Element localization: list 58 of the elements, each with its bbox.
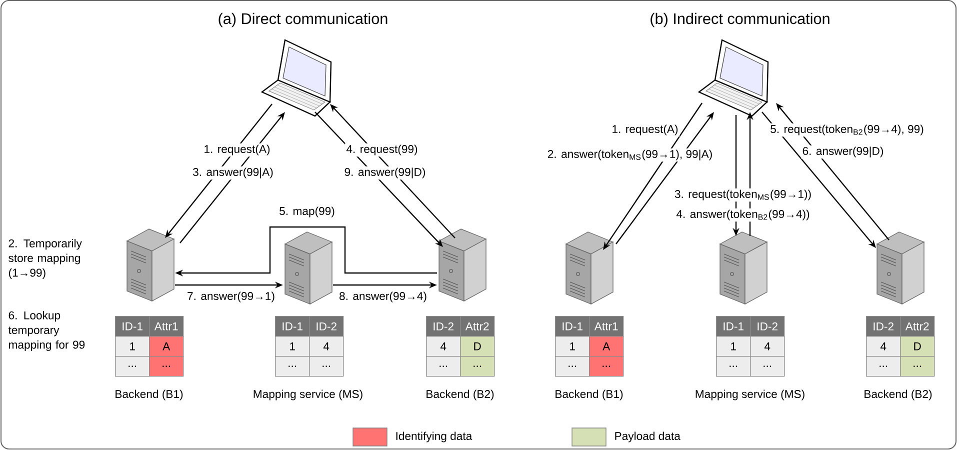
table-cell: ... <box>900 356 935 377</box>
table-cell: 4 <box>426 336 461 357</box>
table-cell: ID-2 <box>750 316 785 337</box>
server-caption: Mapping service (MS) <box>254 390 362 400</box>
edge-label: 4. answer(token$_{B2}$(99→4)) <box>674 208 812 222</box>
legend-label: Identifying data <box>396 432 472 442</box>
table-cell: ... <box>589 356 624 377</box>
edge-label: 4. request(99) <box>344 143 420 157</box>
table-cell: 1 <box>115 336 150 357</box>
table-cell: ... <box>716 356 751 377</box>
table-cell: 1 <box>716 336 751 357</box>
edge-label: 7. answer(99→1) <box>186 290 276 304</box>
table-cell: A <box>149 336 184 357</box>
edge-label: 6. answer(99|D) <box>800 145 886 159</box>
table-cell: 1 <box>555 336 590 357</box>
table-cell: D <box>460 336 495 357</box>
edge-label: 3. request(token$_{MS}$(99→1)) <box>673 188 813 202</box>
table-cell: ID-1 <box>115 316 150 337</box>
table-cell: ID-2 <box>866 316 901 337</box>
table-cell: ... <box>149 356 184 377</box>
table-cell: ID-2 <box>426 316 461 337</box>
table-cell: ... <box>309 356 344 377</box>
server-caption: Mapping service (MS) <box>696 390 804 400</box>
table-cell: ... <box>555 356 590 377</box>
table-cell: ID-1 <box>716 316 751 337</box>
legend-label: Payload data <box>615 432 680 442</box>
table-cell: ID-2 <box>309 316 344 337</box>
table-cell: ... <box>866 356 901 377</box>
table-cell: ... <box>460 356 495 377</box>
table-cell: Attr1 <box>589 316 624 337</box>
edge-label: 3. answer(99|A) <box>191 166 275 180</box>
table-cell: D <box>900 336 935 357</box>
table-cell: Attr1 <box>149 316 184 337</box>
edge-label: 2. answer(token$_{MS}$(99→1), 99|A) <box>546 148 714 162</box>
table-cell: ... <box>750 356 785 377</box>
server-caption: Backend (B1) <box>116 390 183 400</box>
edge-label: 1. request(A) <box>610 123 680 137</box>
table-cell: 4 <box>866 336 901 357</box>
table-cell: ID-1 <box>275 316 310 337</box>
note: 6. Lookup temporary mapping for 99 <box>8 311 85 351</box>
table-cell: 4 <box>309 336 344 357</box>
edge-label: 9. answer(99|D) <box>342 166 428 180</box>
table-cell: A <box>589 336 624 357</box>
table-cell: 1 <box>275 336 310 357</box>
table-cell: ... <box>426 356 461 377</box>
table-cell: ... <box>275 356 310 377</box>
edge-label: 5. map(99) <box>278 205 336 219</box>
table-cell: ID-1 <box>555 316 590 337</box>
table-cell: ... <box>115 356 150 377</box>
edge-label: 1. request(A) <box>202 143 272 157</box>
server-caption: Backend (B2) <box>426 390 494 400</box>
table-cell: 4 <box>750 336 785 357</box>
table-cell: Attr2 <box>900 316 935 337</box>
edge-label: 5. request(token$_{B2}$(99→4), 99) <box>768 123 926 137</box>
table-cell: Attr2 <box>460 316 495 337</box>
server-caption: Backend (B1) <box>556 390 623 400</box>
server-caption: Backend (B2) <box>864 390 932 400</box>
edge-label: 8. answer(99→4) <box>338 290 428 304</box>
